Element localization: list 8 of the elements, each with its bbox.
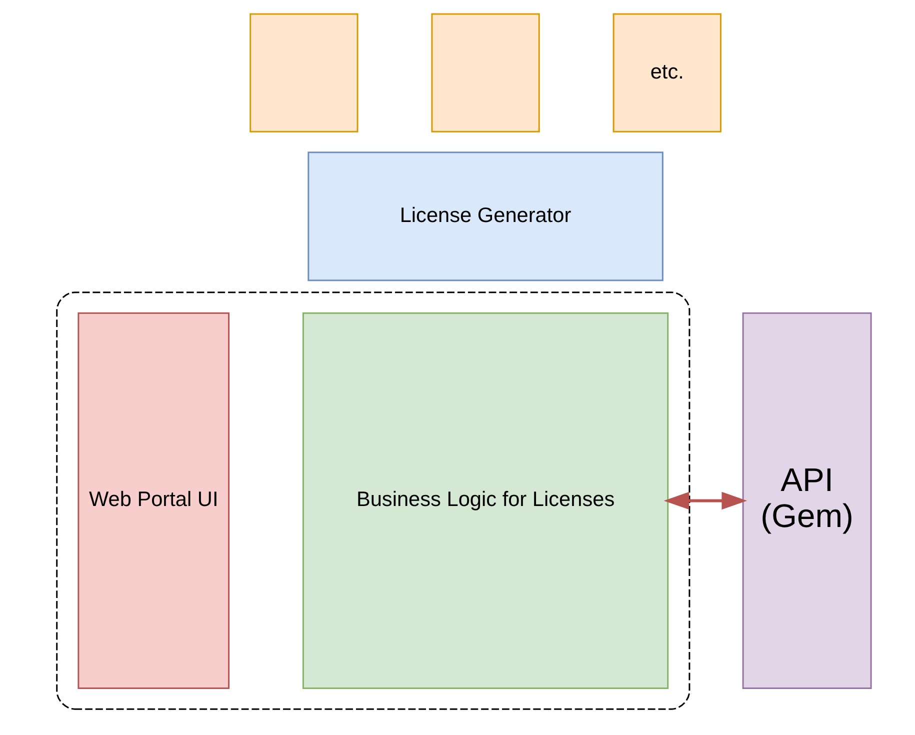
node-box: License Generator xyxy=(307,152,663,282)
node-box xyxy=(430,13,540,132)
node-box: etc. xyxy=(612,13,721,132)
node-box: Business Logic for Licenses xyxy=(302,312,668,689)
node-box: API (Gem) xyxy=(742,312,872,689)
node-box: Web Portal UI xyxy=(77,312,230,689)
arrow xyxy=(663,492,747,510)
node-box xyxy=(249,13,358,132)
